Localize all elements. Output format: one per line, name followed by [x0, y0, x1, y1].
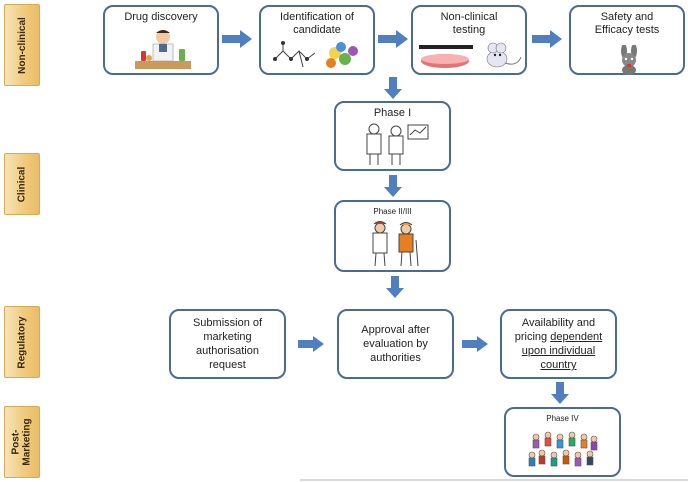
arrow-down	[386, 276, 404, 298]
availability-box: Availability and pricing dependent upon …	[500, 309, 617, 379]
identification-box: Identification of candidate	[259, 5, 375, 75]
box-label: Phase II/III	[373, 207, 412, 216]
doctors-illustration	[366, 123, 429, 165]
drug-discovery-box: Drug discovery	[103, 5, 219, 75]
availability-text: Availability and pricing	[514, 317, 596, 343]
arrow-right	[462, 336, 488, 352]
scientist-illustration	[135, 30, 191, 69]
arrow-down	[384, 77, 402, 99]
box-label: Approval after evaluation by authorities	[361, 324, 430, 364]
box-label: Submission of marketing authorisation re…	[192, 317, 263, 371]
phase-tab-postmarketing: Post-Marketing	[4, 406, 40, 478]
nonclinical-testing-box: Non-clinical testing	[411, 5, 527, 75]
phase4-box: Phase IV	[504, 407, 621, 477]
phase-tab-nonclinical: Non-clinical	[4, 4, 40, 86]
submission-box: Submission of marketing authorisation re…	[169, 309, 286, 379]
arrow-right	[222, 30, 252, 48]
rabbit-illustration	[621, 45, 637, 75]
safety-efficacy-box: Safety and Efficacy tests	[569, 5, 685, 75]
phase1-box: Phase I	[334, 101, 451, 171]
box-label: Non-clinical testing	[440, 11, 498, 36]
box-label: Availability and pricing dependent upon …	[510, 316, 607, 372]
doctor-patient-illustration	[372, 221, 419, 267]
lab-rat-illustration	[419, 42, 522, 68]
arrow-down	[551, 382, 569, 404]
phase-tab-clinical: Clinical	[4, 153, 40, 215]
phase-label: Clinical	[16, 166, 28, 202]
arrow-right	[378, 30, 408, 48]
approval-box: Approval after evaluation by authorities	[337, 309, 454, 379]
phase-tab-regulatory: Regulatory	[4, 306, 40, 378]
arrow-right	[298, 336, 324, 352]
availability-underlined-text: dependent upon individual country	[521, 331, 603, 371]
box-label: Phase I	[373, 107, 412, 119]
phase23-box: Phase II/III	[334, 200, 451, 272]
arrow-down	[384, 175, 402, 197]
phase-label: Post-Marketing	[11, 418, 34, 466]
crowd-illustration	[528, 431, 598, 467]
box-label: Drug discovery	[124, 11, 198, 23]
footer-divider	[300, 479, 688, 481]
box-label: Phase IV	[546, 414, 579, 423]
phase-label: Regulatory	[16, 315, 28, 369]
arrow-right	[532, 30, 562, 48]
box-label: Identification of candidate	[280, 11, 354, 36]
phase-label: Non-clinical	[16, 16, 28, 74]
molecule-illustration	[273, 41, 358, 68]
box-label: Safety and Efficacy tests	[594, 11, 660, 36]
